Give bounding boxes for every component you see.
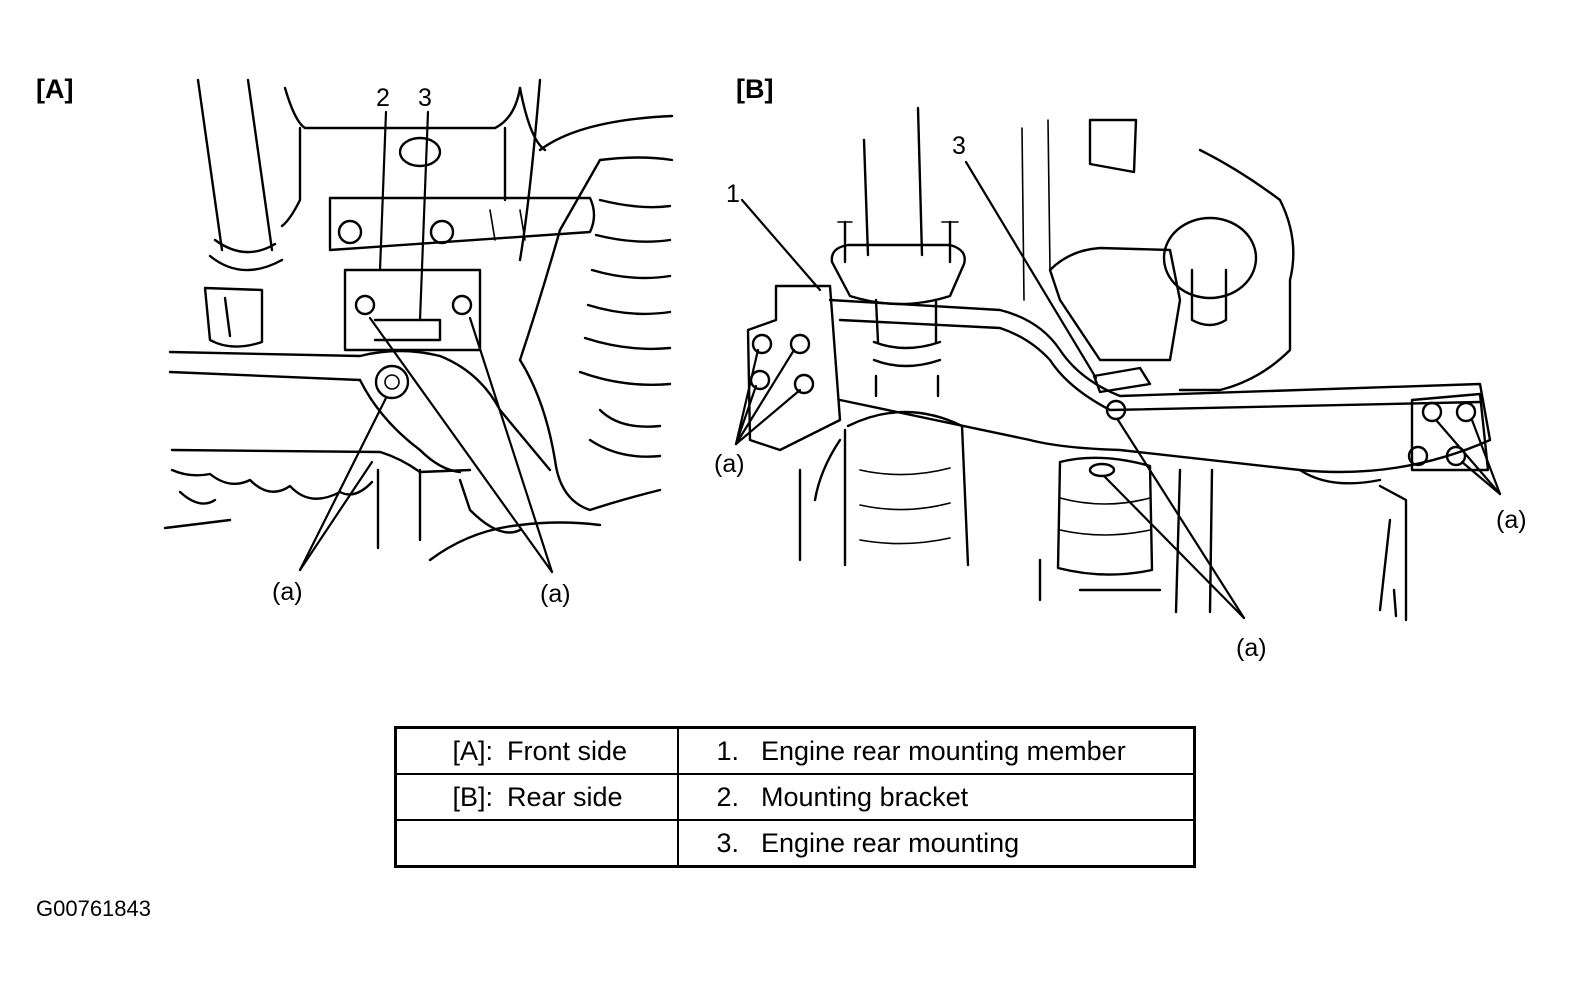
callout-b-1: 1 bbox=[726, 180, 740, 208]
legend-part-label: Engine rear mounting bbox=[761, 827, 1020, 858]
legend-row: [A]: Front side 1. Engine rear mounting me… bbox=[395, 727, 1195, 775]
legend-part-label: Engine rear mounting member bbox=[761, 735, 1126, 766]
a-left-shaft bbox=[196, 78, 274, 252]
b-propeller-shaft bbox=[862, 106, 924, 257]
legend-row: 3. Engine rear mounting bbox=[395, 820, 1195, 867]
a-right-hose bbox=[538, 114, 674, 232]
callout-a-bolt-left: (a) bbox=[272, 578, 303, 606]
legend-cell-part: 2. Mounting bracket bbox=[678, 774, 1195, 821]
callout-b-bolt-right: (a) bbox=[1496, 506, 1527, 534]
legend-cell-part: 1. Engine rear mounting member bbox=[678, 727, 1195, 775]
legend-view-text: Rear side bbox=[507, 781, 623, 812]
figure-id: G00761843 bbox=[36, 896, 151, 921]
legend-table: [A]: Front side 1. Engine rear mounting me… bbox=[394, 726, 1196, 868]
callout-a-3: 3 bbox=[418, 84, 432, 112]
callout-b-bolt-left: (a) bbox=[714, 450, 745, 478]
a-mounting-plate bbox=[328, 196, 596, 252]
b-crossmember bbox=[828, 298, 1492, 474]
legend-cell-part: 3. Engine rear mounting bbox=[678, 820, 1195, 867]
callout-b-bolt-bottom: (a) bbox=[1236, 634, 1267, 662]
panel-a-tag: [A] bbox=[36, 74, 74, 104]
a-plug bbox=[398, 136, 442, 168]
a-housing bbox=[283, 86, 522, 130]
b-right-end bbox=[1410, 392, 1490, 472]
callout-a-2: 2 bbox=[376, 84, 390, 112]
callout-a-bolt-right: (a) bbox=[540, 580, 571, 608]
b-catalyst bbox=[843, 410, 970, 567]
b-transmission-case bbox=[1088, 118, 1295, 392]
legend-part-number: 3. bbox=[716, 827, 739, 858]
b-rubber-mount bbox=[1056, 456, 1154, 576]
legend-view-key: [B]: bbox=[452, 781, 493, 812]
legend-part-number: 1. bbox=[716, 735, 739, 766]
b-left-bracket bbox=[746, 284, 842, 452]
b-flange bbox=[830, 243, 966, 306]
panel-b-tag: [B] bbox=[736, 74, 774, 104]
legend-view-key: [A]: bbox=[452, 735, 493, 766]
callout-b-3: 3 bbox=[952, 132, 966, 160]
legend-cell-view: [B]: Rear side bbox=[395, 774, 679, 821]
a-member-bolt bbox=[374, 364, 410, 400]
b-member-bolt bbox=[1105, 399, 1127, 421]
legend-row: [B]: Rear side 2. Mounting bracket bbox=[395, 774, 1195, 821]
legend-part-label: Mounting bracket bbox=[761, 781, 969, 812]
legend-cell-view: [A]: Front side bbox=[395, 727, 679, 775]
legend-part-number: 2. bbox=[716, 781, 739, 812]
legend-cell-view bbox=[395, 820, 679, 867]
legend-view-text: Front side bbox=[507, 735, 628, 766]
